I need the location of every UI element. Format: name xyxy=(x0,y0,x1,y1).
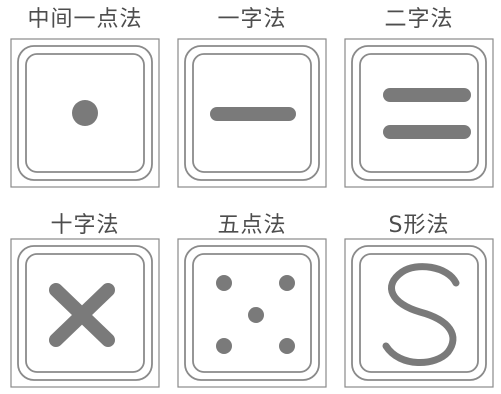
double-line-diagram xyxy=(344,38,494,188)
method-label-double-line: 二字法 xyxy=(384,7,454,32)
tile-five-dots xyxy=(177,238,327,388)
single-line-diagram xyxy=(177,38,327,188)
s-curve-diagram xyxy=(344,238,494,388)
method-label-s-curve: S形法 xyxy=(388,213,450,238)
tile-cross xyxy=(10,238,160,388)
center-dot-mark xyxy=(72,100,98,126)
five-dots-mark-center xyxy=(248,307,264,323)
method-label-single-line: 一字法 xyxy=(217,7,287,32)
method-label-five-dots: 五点法 xyxy=(217,213,287,238)
cross-mark-b xyxy=(49,283,115,347)
five-dots-mark-bottom-left xyxy=(216,338,232,354)
tile-s-curve xyxy=(344,238,494,388)
five-dots-mark-top-left xyxy=(216,275,232,291)
five-dots-mark-top-right xyxy=(279,275,295,291)
five-dots-diagram xyxy=(177,238,327,388)
cross-diagram xyxy=(10,238,160,388)
tile-single-line xyxy=(177,38,327,188)
tile-center-dot xyxy=(10,38,160,188)
center-dot-diagram xyxy=(10,38,160,188)
method-label-center-dot: 中间一点法 xyxy=(27,7,143,32)
method-label-cross: 十字法 xyxy=(50,213,120,238)
five-dots-mark-bottom-right xyxy=(279,338,295,354)
s-curve-mark xyxy=(382,263,460,366)
tile-double-line xyxy=(344,38,494,188)
